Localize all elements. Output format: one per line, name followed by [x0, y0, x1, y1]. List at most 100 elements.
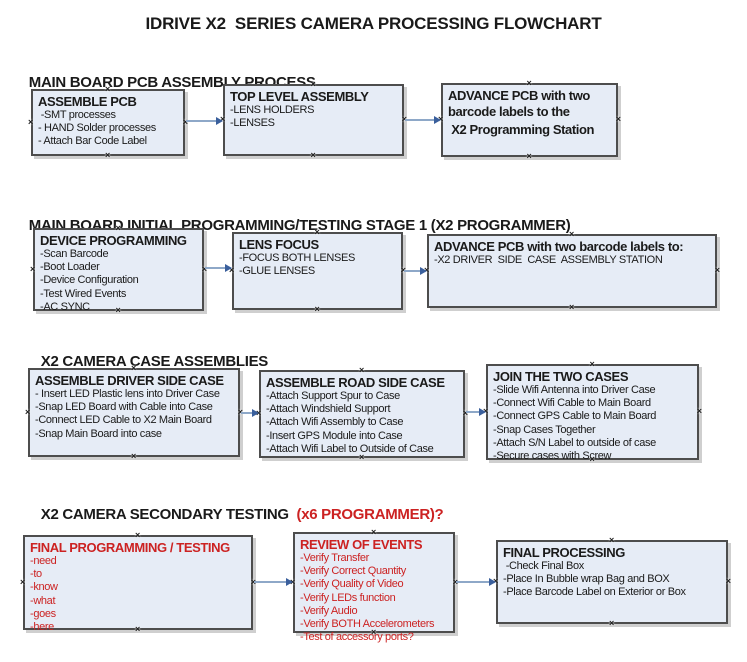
box-item: -Verify BOTH Accelerometers [300, 618, 435, 631]
arrow-head-icon [286, 578, 293, 586]
box-items: -Check Final Box-Place In Bubble wrap Ba… [503, 560, 722, 600]
box-item: -Attach Support Spur to Case [266, 390, 400, 402]
box-item: -Verify Transfer [300, 552, 369, 564]
box-item: -Verify Correct Quantity [300, 565, 406, 578]
flow-box-review-of-events: REVIEW OF EVENTS -Verify Transfer-Verify… [290, 527, 458, 644]
connection-point-marker-icon: × [135, 530, 141, 540]
arrow-head-icon [434, 116, 441, 124]
box-item: - HAND Solder processes [38, 122, 156, 135]
box-title: LENS FOCUS [239, 237, 319, 252]
flow-arrow [456, 578, 496, 586]
arrow-head-icon [216, 117, 223, 125]
connection-point-marker-icon: × [725, 576, 731, 586]
flow-box-final-programming-testing: FINAL PROGRAMMING / TESTING -need-to-kno… [20, 530, 256, 634]
box-title: ADVANCE PCB with two barcode labels to: [434, 239, 684, 254]
flow-box-advance-pcb-programming-station: ADVANCE PCB with two barcode labels to t… [438, 78, 621, 161]
box-item: -Place In Bubble wrap Bag and BOX [503, 573, 670, 586]
connection-point-marker-icon: × [609, 535, 615, 545]
connection-point-marker-icon: × [25, 406, 31, 417]
box-item: -Test of accessory ports? [300, 631, 414, 644]
flow-arrow [205, 264, 232, 272]
connection-point-marker-icon: × [359, 365, 365, 375]
box-items: - Insert LED Plastic lens into Driver Ca… [35, 388, 234, 441]
box-title: ASSEMBLE PCB [38, 94, 137, 109]
box-item: - Attach Bar Code Label [38, 135, 147, 148]
box-items: -Verify Transfer-Verify Correct Quantity… [300, 552, 449, 644]
box-item: -Verify LEDs function [300, 591, 396, 604]
box-title: JOIN THE TWO CASES [493, 369, 629, 384]
section-heading-red-suffix: (x6 PROGRAMMER)? [292, 506, 444, 523]
section-heading-case-assemblies: X2 CAMERA CASE ASSEMBLIES [33, 336, 269, 370]
box-item: -here [30, 621, 54, 634]
box-item: -Connect GPS Cable to Main Board [493, 410, 657, 423]
box-item: -Device Configuration [40, 274, 139, 287]
flow-box-assemble-pcb: ASSEMBLE PCB -SMT processes- HAND Solder… [28, 85, 188, 160]
connection-point-marker-icon: × [30, 263, 36, 274]
arrow-head-icon [225, 264, 232, 272]
connection-point-marker-icon: × [589, 359, 595, 369]
flow-arrow [254, 578, 293, 586]
connection-point-marker-icon: × [371, 527, 377, 537]
box-item: -goes [30, 607, 56, 620]
connection-point-marker-icon: × [526, 78, 532, 88]
box-item: -what [30, 594, 56, 607]
page-title: IDRIVE X2 SERIES CAMERA PROCESSING FLOWC… [145, 14, 602, 33]
flow-box-advance-pcb-case-assembly: ADVANCE PCB with two barcode labels to: … [424, 230, 720, 312]
connection-point-marker-icon: × [569, 302, 575, 312]
flow-box-join-the-two-cases: JOIN THE TWO CASES -Slide Wifi Antenna i… [483, 359, 702, 464]
box-item: -to [30, 568, 42, 581]
box-item: -Snap Main Board into case [35, 427, 162, 440]
connection-point-marker-icon: × [28, 116, 34, 127]
box-item: X2 Programming Station [448, 122, 595, 137]
box-items: -FOCUS BOTH LENSES-GLUE LENSES [239, 252, 397, 278]
box-item: -Connect Wifi Cable to Main Board [493, 397, 651, 410]
box-title: FINAL PROCESSING [503, 545, 625, 560]
arrow-head-icon [479, 408, 486, 416]
box-item: barcode labels to the [448, 104, 570, 119]
box-item: -Boot Loader [40, 261, 100, 274]
box-item: - Insert LED Plastic lens into Driver Ca… [35, 388, 220, 400]
section-heading-pcb-assembly: MAIN BOARD PCB ASSEMBLY PROCESS [21, 57, 316, 91]
box-items: -LENS HOLDERS-LENSES [230, 104, 398, 130]
box-item: -Place Barcode Label on Exterior or Box [503, 586, 686, 599]
arrow-head-icon [252, 409, 259, 417]
connection-point-marker-icon: × [131, 451, 137, 461]
flow-arrow [404, 267, 427, 275]
flow-arrow [241, 409, 259, 417]
box-items: -Attach Support Spur to Case-Attach Wind… [266, 390, 459, 456]
flow-box-final-processing: FINAL PROCESSING -Check Final Box-Place … [493, 535, 731, 628]
box-items: -Scan Barcode-Boot Loader-Device Configu… [40, 248, 198, 314]
box-item: -need [30, 555, 57, 567]
flow-box-device-programming: DEVICE PROGRAMMING -Scan Barcode-Boot Lo… [30, 224, 207, 315]
box-items: -need-to-know-what-goes-here [30, 555, 247, 634]
box-items: -X2 DRIVER SIDE CASE ASSEMBLY STATION [434, 254, 711, 267]
flow-box-assemble-road-side-case: ASSEMBLE ROAD SIDE CASE -Attach Support … [256, 365, 468, 462]
arrow-head-icon [420, 267, 427, 275]
box-item: -Connect LED Cable to X2 Main Board [35, 414, 212, 427]
connection-point-marker-icon: × [310, 150, 316, 160]
connection-point-marker-icon: × [696, 406, 702, 416]
box-title: ASSEMBLE DRIVER SIDE CASE [35, 373, 224, 388]
box-item: -GLUE LENSES [239, 265, 315, 278]
box-title: FINAL PROGRAMMING / TESTING [30, 540, 230, 555]
box-item: -Secure cases with Screw [493, 450, 612, 463]
box-items: -Slide Wifi Antenna into Driver Case-Con… [493, 384, 693, 463]
connection-point-marker-icon: × [314, 304, 320, 314]
section-heading-text: X2 CAMERA CASE ASSEMBLIES [40, 353, 269, 370]
box-item: -Insert GPS Module into Case [266, 429, 403, 442]
arrow-head-icon [489, 578, 496, 586]
box-item: -Snap LED Board with Cable into Case [35, 401, 213, 414]
connection-point-marker-icon: × [526, 151, 532, 161]
section-heading-secondary-testing: X2 CAMERA SECONDARY TESTING (x6 PROGRAMM… [33, 489, 444, 523]
flow-arrow [186, 117, 223, 125]
box-item: -FOCUS BOTH LENSES [239, 252, 355, 264]
flow-arrow [405, 116, 441, 124]
flow-box-assemble-driver-side-case: ASSEMBLE DRIVER SIDE CASE - Insert LED P… [25, 364, 243, 461]
box-item: -Scan Barcode [40, 248, 109, 260]
box-title: DEVICE PROGRAMMING [40, 233, 187, 248]
box-item: -Attach S/N Label to outside of case [493, 436, 656, 449]
box-item: -Attach Wifi Label to Outside of Case [266, 442, 434, 455]
box-title: TOP LEVEL ASSEMBLY [230, 89, 369, 104]
connection-point-marker-icon: × [105, 150, 111, 160]
